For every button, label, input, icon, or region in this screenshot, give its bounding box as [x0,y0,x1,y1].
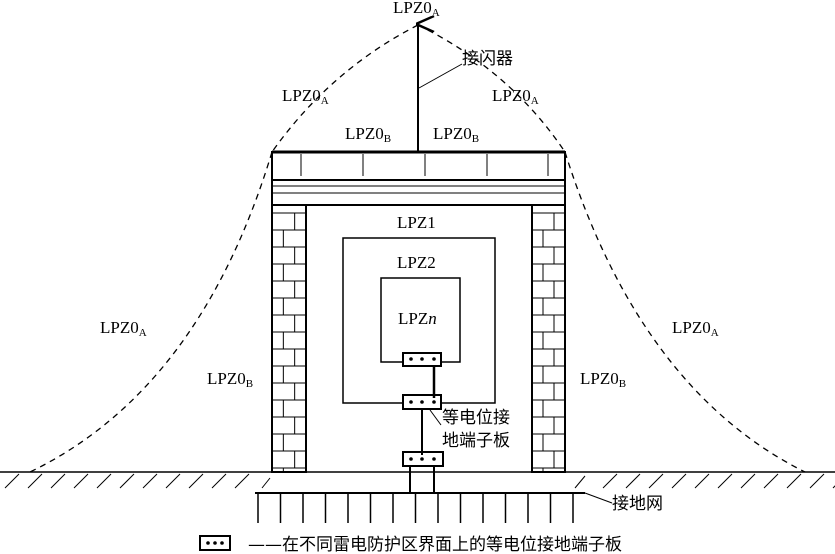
earth-network-leader [584,492,613,504]
decor-line [27,473,43,489]
decor-line [119,473,135,489]
label-air-terminal: 接闪器 [462,49,513,69]
decor-line [717,473,733,489]
decor-line [786,473,802,489]
decor-line [211,473,227,489]
label-top-zone: LPZ0A [393,0,440,19]
label-upper-right-zone: LPZ0A [492,86,539,107]
decor-line [694,473,710,489]
decor-line [740,473,756,489]
decor-line [763,473,779,489]
label-earth-network: 接地网 [612,494,663,514]
brick-pattern [272,212,565,472]
label-outer-left-zone: LPZ0A [100,318,147,339]
decor-line [142,473,158,489]
decor-line [625,473,641,489]
legend: ——在不同雷电防护区界面上的等电位接地端子板 [199,535,622,554]
label-roof-right-zone: LPZ0B [433,124,479,145]
decor-line [188,473,204,489]
label-zone2: LPZ2 [397,253,436,272]
protection-boundary-dashed [29,24,806,473]
earth-electrodes [257,493,574,523]
label-roof-left-zone: LPZ0B [345,124,391,145]
label-bonding-bar-line2: 地端子板 [442,431,510,451]
building-walls [271,150,566,473]
decor-line [234,473,250,489]
legend-text: ——在不同雷电防护区界面上的等电位接地端子板 [248,535,622,554]
label-zone-n: LPZn [398,309,437,328]
bonding-bar-dots [409,357,436,461]
decor-line [648,473,664,489]
decor-line [671,473,687,489]
decor-line [574,475,586,489]
label-side-left-zone: LPZ0B [207,369,253,390]
label-upper-left-zone: LPZ0A [282,86,329,107]
label-outer-right-zone: LPZ0A [672,318,719,339]
decor-line [602,473,618,489]
decor-line [96,473,112,489]
label-side-right-zone: LPZ0B [580,369,626,390]
decor-line [809,473,825,489]
air-terminal-leader [418,63,463,89]
decor-line [165,473,181,489]
ground-hatching [4,473,835,489]
decor-line [73,473,89,489]
label-bonding-bar-line1: 等电位接 [442,408,510,428]
decor-line [50,473,66,489]
decor-line [4,473,20,489]
label-zone1: LPZ1 [397,213,436,232]
decor-line [261,477,271,489]
